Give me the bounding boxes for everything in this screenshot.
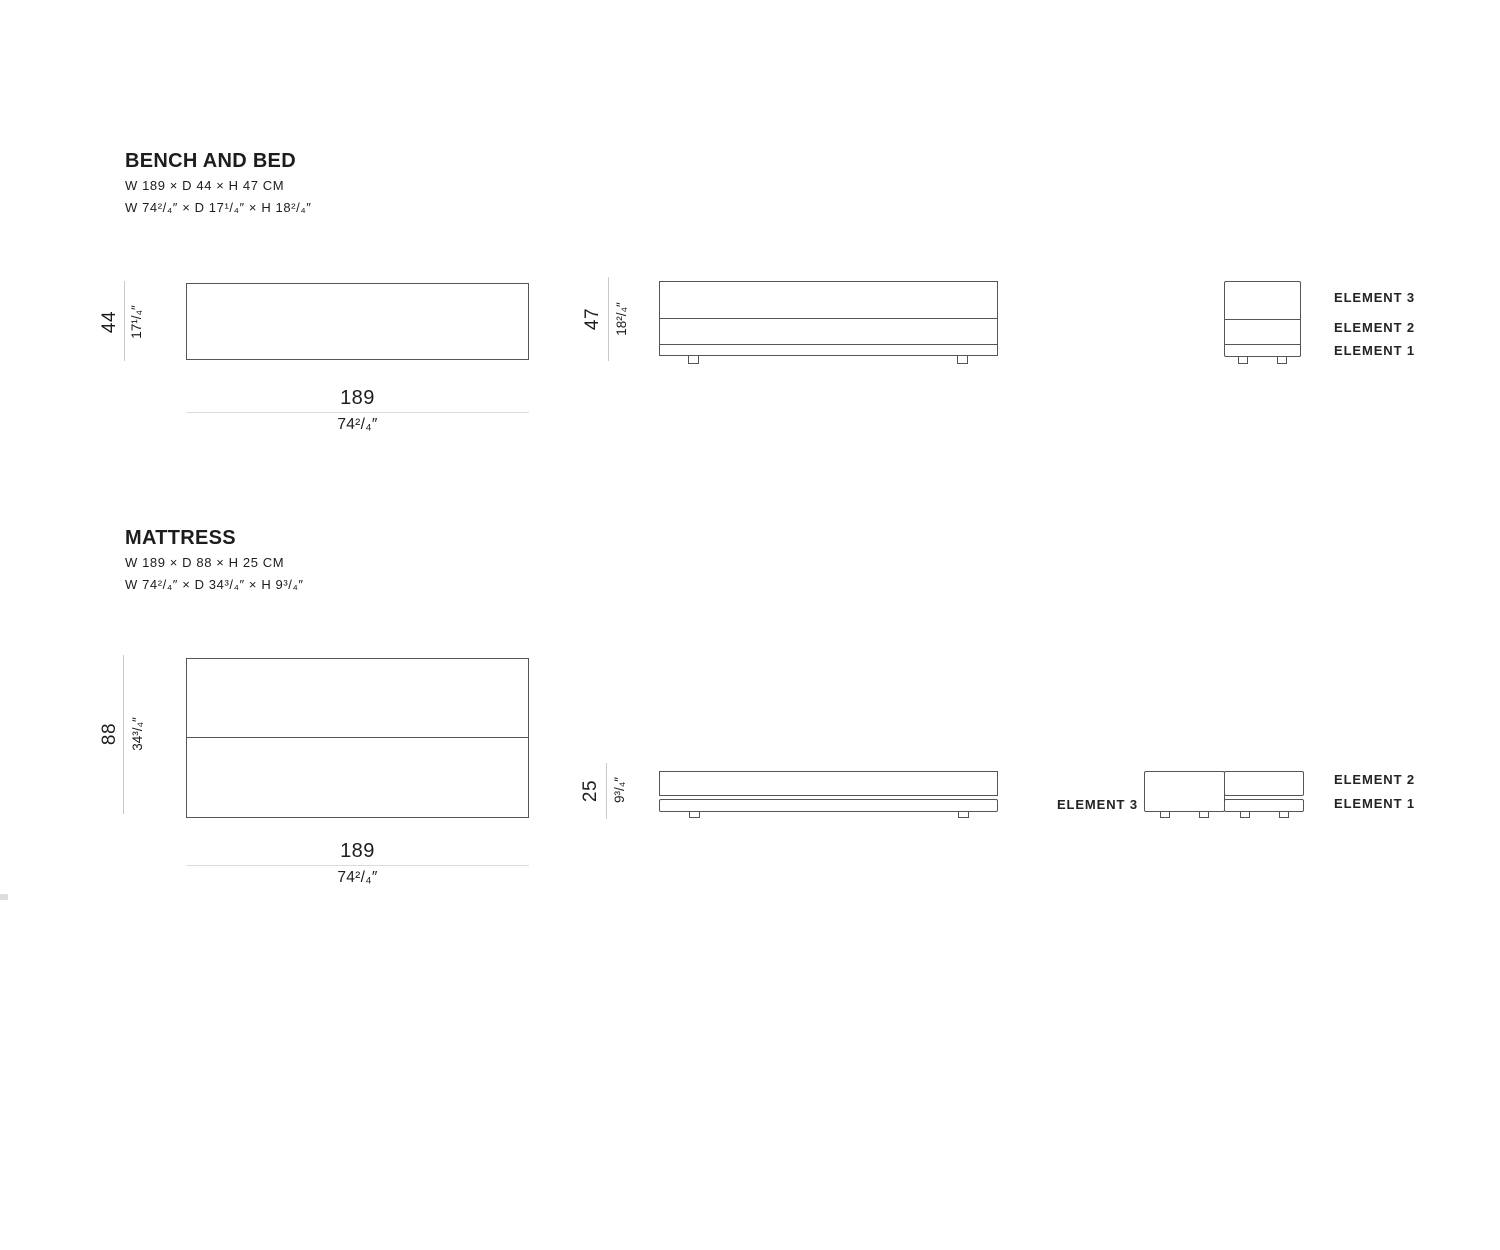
mattress-height-dimension-line	[606, 763, 607, 819]
bench-depth-cm-label: 44	[99, 310, 120, 334]
bench-width-cm-label: 189	[340, 387, 375, 409]
mattress-side-foot-2	[1199, 812, 1209, 818]
bench-element-1-label: ELEMENT 1	[1334, 339, 1416, 360]
bench-width-in-label: 74²/₄″	[337, 416, 378, 433]
mattress-title: MATTRESS	[125, 527, 236, 549]
bench-height-in-label: 18²/₄″	[613, 302, 629, 336]
bench-front-foot-left	[688, 356, 699, 364]
mattress-height-in-label: 9³/₄″	[611, 776, 627, 804]
mattress-depth-cm-label: 88	[99, 722, 120, 746]
mattress-element-3-label: ELEMENT 3	[1056, 793, 1138, 814]
mattress-top-seam	[187, 737, 528, 738]
edge-artifact	[0, 894, 8, 900]
bench-element-3-label: ELEMENT 3	[1334, 286, 1416, 307]
bench-height-cm-label: 47	[582, 307, 603, 331]
bench-depth-in-label: 17¹/₄″	[128, 305, 144, 339]
bench-front-seam-upper	[660, 318, 997, 319]
bench-top-outline	[186, 283, 529, 360]
mattress-side-foot-1	[1160, 812, 1170, 818]
mattress-depth-in-label: 34³/₄″	[129, 717, 145, 751]
mattress-side-foot-3	[1240, 812, 1250, 818]
mattress-front-foot-left	[689, 812, 700, 818]
mattress-dims-cm: W 189 × D 88 × H 25 CM	[125, 551, 285, 572]
bench-depth-dimension-line	[124, 281, 125, 361]
mattress-height-cm-label: 25	[580, 779, 601, 803]
mattress-dims-in: W 74²/₄″ × D 34³/₄″ × H 9³/₄″	[125, 573, 304, 594]
bench-width-dimension-line	[186, 412, 529, 413]
mattress-depth-dimension-line	[123, 655, 124, 814]
bench-front-seam-lower	[660, 344, 997, 345]
bench-front-foot-right	[957, 356, 968, 364]
mattress-side-right-base	[1224, 799, 1304, 812]
mattress-width-dimension-line	[186, 865, 529, 866]
mattress-front-base	[659, 799, 998, 812]
bench-side-foot-right	[1277, 357, 1287, 364]
bench-dims-in: W 74²/₄″ × D 17¹/₄″ × H 18²/₄″	[125, 196, 312, 217]
bench-dims-cm: W 189 × D 44 × H 47 CM	[125, 174, 285, 195]
mattress-side-foot-4	[1279, 812, 1289, 818]
mattress-element-2-label: ELEMENT 2	[1334, 768, 1416, 789]
bench-element-2-label: ELEMENT 2	[1334, 316, 1416, 337]
mattress-width-in-label: 74²/₄″	[337, 869, 378, 886]
mattress-front-foot-right	[958, 812, 969, 818]
mattress-side-left-block	[1144, 771, 1225, 812]
bench-title: BENCH AND BED	[125, 150, 296, 172]
bench-side-foot-left	[1238, 357, 1248, 364]
bench-side-seam-upper	[1225, 319, 1300, 320]
mattress-element-1-label: ELEMENT 1	[1334, 792, 1416, 813]
mattress-top-outline	[186, 658, 529, 818]
bench-height-dimension-line	[608, 277, 609, 361]
mattress-side-right-top-block	[1224, 771, 1304, 796]
mattress-width-cm-label: 189	[340, 840, 375, 862]
mattress-front-outline	[659, 771, 998, 796]
bench-side-seam-lower	[1225, 344, 1300, 345]
